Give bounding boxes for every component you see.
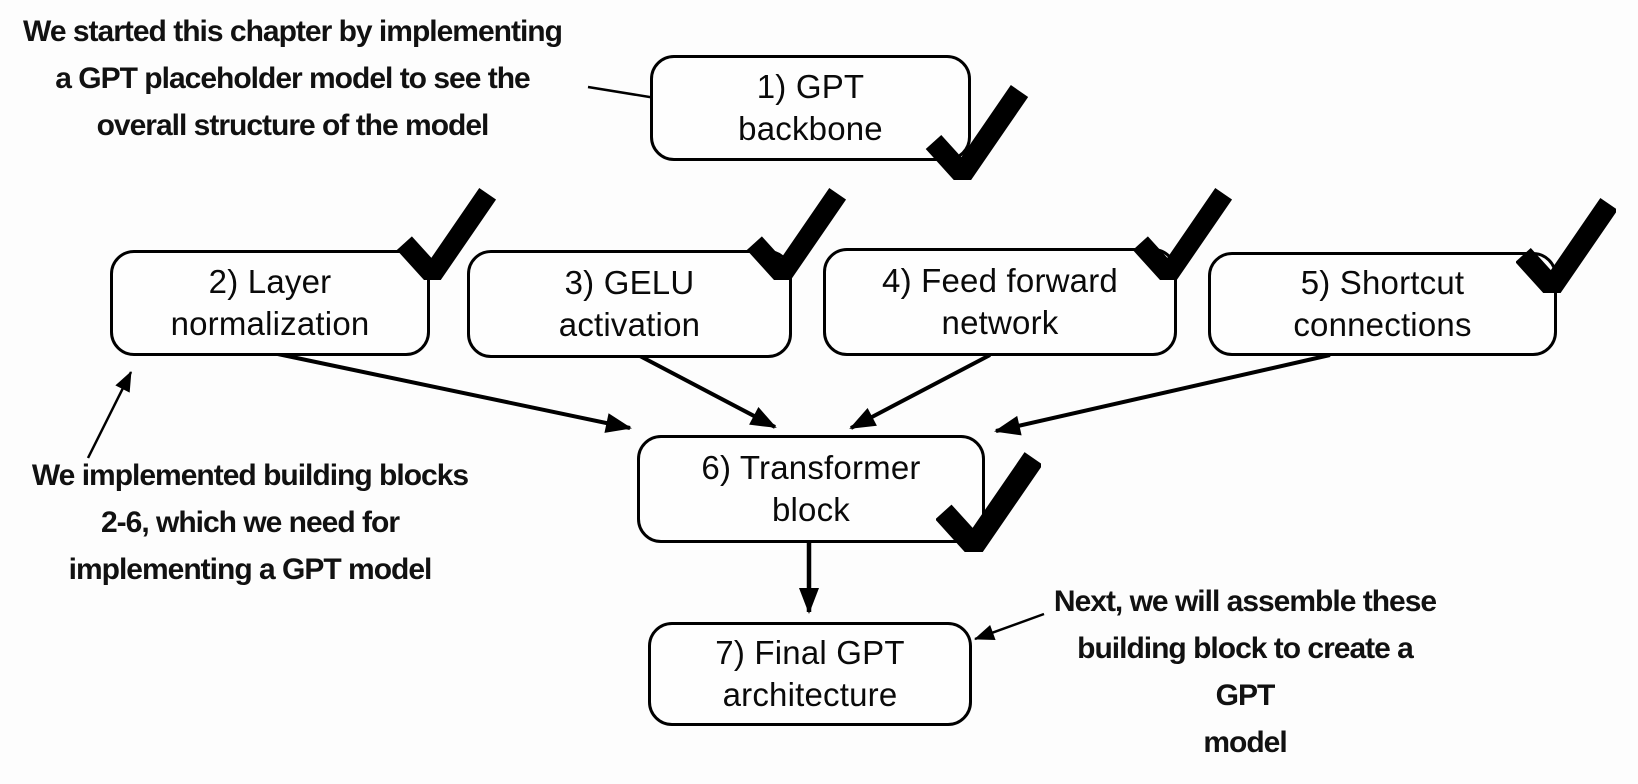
annotation-line: We implemented building blocks — [31, 459, 469, 492]
node-label: 2) Layer — [208, 263, 332, 300]
node-label: normalization — [170, 305, 370, 342]
annotation-top-left: We started this chapter by implementing … — [20, 8, 565, 149]
node-label: activation — [558, 306, 701, 343]
node-label: 3) GELU — [564, 264, 695, 301]
arrow-rightnote-to-box7 — [974, 612, 1045, 641]
annotation-line: model — [1203, 726, 1287, 759]
checkmark-icon — [746, 188, 846, 280]
node-label: 6) Transformer — [701, 449, 921, 486]
node-label: 1) GPT — [756, 68, 865, 105]
annotation-line: implementing a GPT model — [68, 553, 433, 586]
annotation-line: overall structure of the model — [96, 109, 490, 142]
annotation-line: 2-6, which we need for — [100, 506, 400, 539]
node-layer-normalization: 2) Layer normalization — [110, 250, 430, 356]
annotation-line: Next, we will assemble these — [1053, 585, 1437, 618]
annotation-line: a GPT placeholder model to see the — [55, 62, 530, 95]
annotation-mid-left: We implemented building blocks 2-6, whic… — [15, 452, 485, 593]
node-label: backbone — [738, 110, 883, 147]
node-label: network — [941, 304, 1059, 341]
checkmark-icon — [925, 85, 1029, 180]
node-gpt-backbone: 1) GPT backbone — [650, 55, 971, 161]
node-label: 7) Final GPT — [715, 634, 905, 671]
checkmark-icon — [936, 452, 1041, 552]
annotation-line: We started this chapter by implementing — [23, 15, 563, 48]
annotation-line: building block to create a GPT — [1077, 632, 1414, 712]
checkmark-icon — [396, 188, 496, 280]
arrow-box5-to-box6 — [994, 353, 1331, 436]
arrow-box4-to-box6 — [849, 353, 991, 430]
node-label: block — [771, 491, 851, 528]
node-final-gpt-architecture: 7) Final GPT architecture — [648, 622, 972, 726]
node-transformer-block: 6) Transformer block — [637, 435, 985, 543]
node-shortcut-connections: 5) Shortcut connections — [1208, 252, 1557, 356]
node-label: connections — [1293, 306, 1472, 343]
node-label: 4) Feed forward — [882, 262, 1118, 299]
node-label: architecture — [722, 676, 898, 713]
arrow-box2-to-box6 — [272, 351, 632, 433]
checkmark-icon — [1516, 198, 1616, 293]
node-feed-forward-network: 4) Feed forward network — [823, 248, 1177, 356]
node-label: 5) Shortcut — [1300, 264, 1465, 301]
arrow-leftnote-to-box2 — [86, 371, 133, 459]
arrow-box3-to-box6 — [637, 353, 777, 429]
annotation-bottom-right: Next, we will assemble these building bl… — [1045, 578, 1445, 766]
checkmark-icon — [1132, 188, 1232, 280]
node-gelu-activation: 3) GELU activation — [467, 250, 792, 358]
